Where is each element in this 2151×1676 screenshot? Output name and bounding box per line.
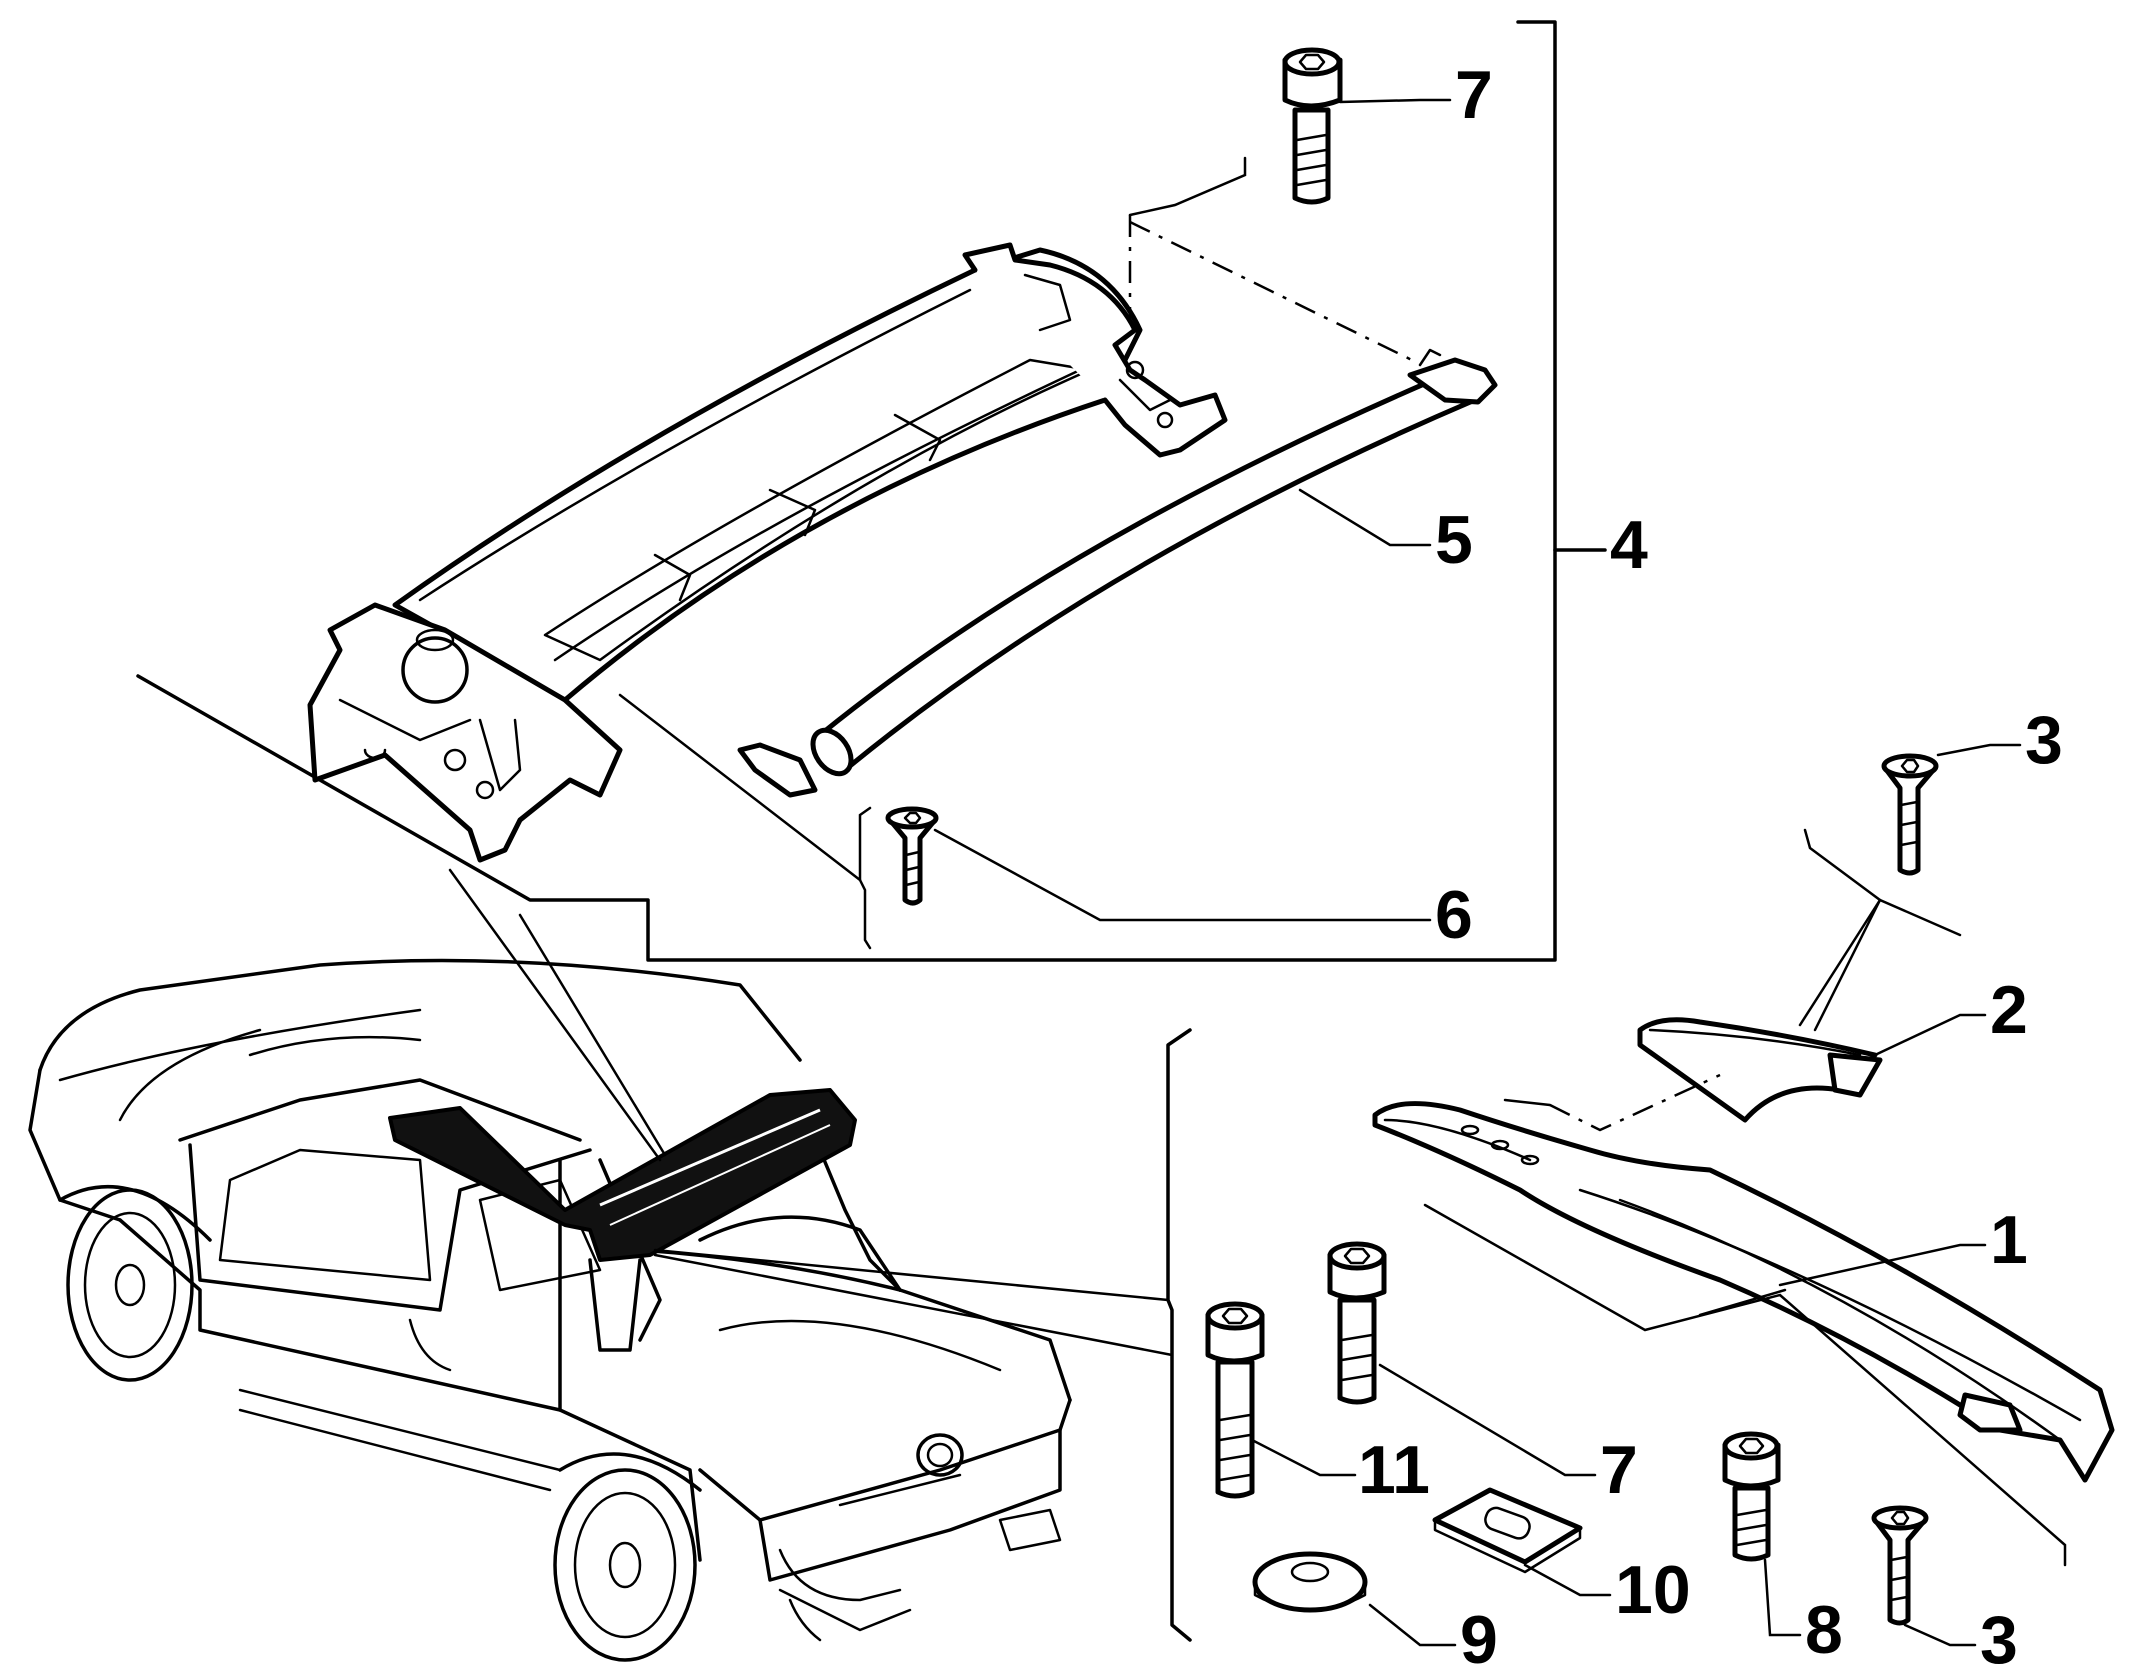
roll-bar-frame bbox=[307, 242, 1228, 863]
cap-to-rail-bracket bbox=[1503, 1098, 1552, 1107]
callout-2: 2 bbox=[1990, 972, 2028, 1048]
rail-fasteners-bracket bbox=[1423, 1203, 2067, 1567]
crossbar-tube bbox=[737, 348, 1498, 798]
countersunk-screw-6 bbox=[885, 806, 939, 906]
callout-7-top: 7 bbox=[1455, 57, 1493, 133]
flat-washer bbox=[1252, 1551, 1368, 1613]
fastener-group-bracket bbox=[653, 1028, 1192, 1642]
end-cap-cover bbox=[1637, 1017, 1883, 1123]
callout-5: 5 bbox=[1435, 502, 1473, 578]
callout-7-lower: 7 bbox=[1600, 1432, 1638, 1508]
square-plate bbox=[1432, 1487, 1583, 1574]
bolt-7-group-lead bbox=[1128, 156, 1247, 217]
roll-bar-on-truck bbox=[388, 1088, 857, 1262]
screw-3-upper-to-cap-lead-a bbox=[1798, 898, 1882, 1027]
assembly-4-bracket bbox=[136, 20, 1607, 962]
countersunk-screw-3-upper bbox=[1881, 753, 1939, 876]
screw-3-upper-to-cap-lead-b bbox=[1813, 898, 1882, 1032]
callout-4: 4 bbox=[1610, 507, 1648, 583]
roof-rail-spoiler bbox=[1372, 1101, 2115, 1483]
socket-head-bolt-7-lower bbox=[1327, 1241, 1387, 1405]
countersunk-screw-3-lower bbox=[1871, 1505, 1929, 1626]
callout-6: 6 bbox=[1435, 877, 1473, 953]
screw-3-upper-bracket bbox=[1803, 828, 1962, 937]
socket-head-bolt-top bbox=[1282, 47, 1343, 205]
screw-6-to-frame-lead bbox=[618, 693, 862, 882]
socket-head-bolt-8 bbox=[1722, 1431, 1781, 1562]
assembly-to-truck-lead-1 bbox=[448, 868, 662, 1162]
callout-3-upper: 3 bbox=[2025, 702, 2063, 778]
callout-10: 10 bbox=[1615, 1552, 1691, 1628]
callout-leaders bbox=[933, 98, 2022, 1647]
callout-9: 9 bbox=[1460, 1602, 1498, 1676]
pickup-truck-illustration bbox=[28, 958, 1072, 1662]
rail-fasteners-to-rail-lead bbox=[1698, 1288, 1787, 1317]
callout-11: 11 bbox=[1358, 1432, 1430, 1508]
cap-axis-line bbox=[1549, 1073, 1721, 1132]
assembly-to-truck-lead-2 bbox=[518, 913, 667, 1157]
callout-1: 1 bbox=[1990, 1202, 2028, 1278]
screw-6-group-bracket bbox=[858, 806, 872, 950]
callout-3-lower: 3 bbox=[1980, 1602, 2018, 1676]
assembly-axis-line-2 bbox=[1129, 220, 1419, 365]
socket-head-bolt-11 bbox=[1205, 1301, 1265, 1499]
callout-numbers: 7 5 4 6 3 2 1 11 7 10 8 9 3 bbox=[1358, 57, 2063, 1676]
callout-8: 8 bbox=[1805, 1592, 1843, 1668]
